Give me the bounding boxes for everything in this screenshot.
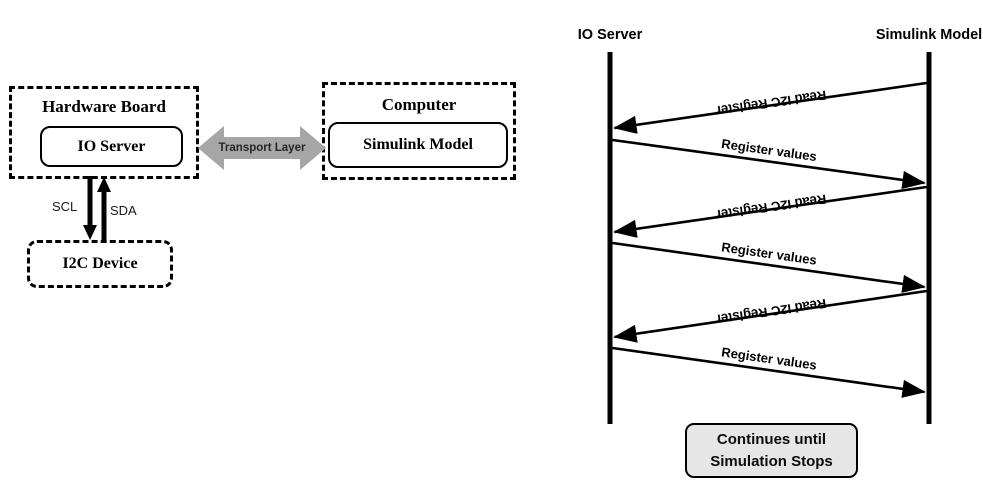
computer-title: Computer (381, 95, 457, 114)
io-server-label: IO Server (77, 137, 146, 155)
message-arrow-2: Register values (612, 136, 926, 189)
block-diagram: Hardware Board IO Server Computer Simuli… (9, 82, 516, 288)
transport-layer-arrow (198, 126, 326, 170)
message-arrow-6: Register values (612, 344, 926, 398)
message-arrow-4: Register values (612, 239, 926, 293)
continues-note-line2: Simulation Stops (710, 452, 833, 470)
message-label-2: Register values (720, 136, 817, 164)
transport-layer-text: Transport Layer (218, 142, 306, 154)
message-label-4: Register values (720, 239, 817, 267)
message-arrow-3: Read I2C Register (613, 185, 927, 238)
simulink-model-label: Simulink Model (363, 136, 473, 153)
message-arrow-5: Read I2C Register (613, 289, 927, 343)
lifeline-label-simulink-model: Simulink Model (875, 27, 983, 43)
message-label-5: Read I2C Register (715, 296, 827, 327)
lifeline-label-io-server: IO Server (577, 27, 643, 43)
scl-label: SCL (52, 199, 78, 214)
simulink-model-box: Simulink Model (328, 122, 508, 168)
i2c-device-box: I2C Device (27, 240, 173, 288)
message-arrow-1: Read I2C Register (613, 81, 927, 134)
i2c-bus-arrows (83, 176, 111, 240)
i2c-device-label: I2C Device (62, 255, 138, 272)
sda-label: SDA (110, 203, 137, 218)
transport-layer-label: Transport Layer (198, 122, 326, 174)
scl-arrow (83, 176, 97, 240)
message-label-1: Read I2C Register (715, 88, 827, 119)
message-label-6: Register values (720, 344, 817, 372)
sequence-diagram: IO Server Simulink Model Read I2C Regist… (545, 0, 983, 489)
hardware-board-title: Hardware Board (42, 97, 166, 116)
message-label-3: Read I2C Register (715, 192, 827, 223)
sda-arrow (97, 177, 111, 240)
transport-arrow-shape (198, 126, 326, 170)
io-server-box: IO Server (40, 126, 183, 167)
continues-note-line1: Continues until (716, 430, 827, 448)
continues-note: Continues until Simulation Stops (685, 423, 858, 478)
sequence-canvas: Read I2C Register Register values Read I… (607, 52, 932, 424)
